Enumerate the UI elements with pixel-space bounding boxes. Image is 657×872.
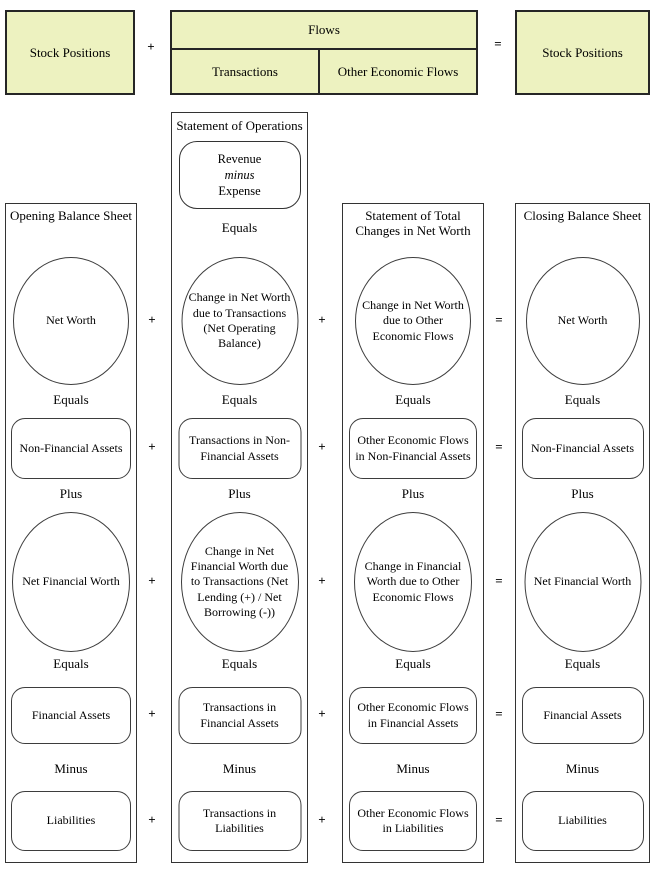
closing-financial-assets-box: Financial Assets bbox=[521, 687, 644, 744]
change-nfw-transactions-label: Change in Net Financial Worth due to Tra… bbox=[190, 543, 289, 620]
transactions-nfa-label: Transactions in Non-Financial Assets bbox=[189, 433, 290, 463]
change-net-worth-oef-label: Change in Net Worth due to Other Economi… bbox=[362, 297, 464, 343]
flows-subrow: Transactions Other Economic Flows bbox=[172, 50, 476, 93]
equals-operator: = bbox=[495, 812, 503, 827]
plus-operator: + bbox=[318, 312, 326, 327]
equals-label: Equals bbox=[53, 656, 89, 671]
change-fw-oef-label: Change in Financial Worth due to Other E… bbox=[364, 558, 462, 604]
flows-cell-transactions: Transactions bbox=[172, 50, 320, 93]
closing-non-financial-assets-box: Non-Financial Assets bbox=[521, 418, 644, 479]
opening-liabilities-label: Liabilities bbox=[46, 813, 96, 828]
plus-operator: + bbox=[148, 706, 156, 721]
equals-label: Equals bbox=[221, 392, 258, 407]
oef-nfa-label: Other Economic Flows in Non-Financial As… bbox=[355, 433, 471, 463]
transactions-fa-label: Transactions in Financial Assets bbox=[200, 700, 279, 730]
plus-operator: + bbox=[147, 39, 155, 54]
opening-non-financial-assets-box: Non-Financial Assets bbox=[11, 418, 131, 479]
closing-nfa-label: Non-Financial Assets bbox=[531, 440, 634, 455]
oef-fa-label: Other Economic Flows in Financial Assets bbox=[357, 700, 469, 730]
equals-label: Equals bbox=[221, 656, 258, 671]
minus-word-label: minus bbox=[224, 167, 255, 182]
opening-net-financial-worth-ellipse: Net Financial Worth bbox=[12, 512, 130, 652]
equals-label: Equals bbox=[564, 392, 601, 407]
change-net-financial-worth-transactions-ellipse: Change in Net Financial Worth due to Tra… bbox=[180, 512, 299, 652]
oef-in-financial-assets-box: Other Economic Flows in Financial Assets bbox=[349, 687, 477, 744]
closing-nfw-label: Net Financial Worth bbox=[533, 574, 632, 589]
equals-label: Equals bbox=[395, 392, 431, 407]
flows-title: Flows bbox=[308, 22, 340, 37]
closing-net-worth-label: Net Worth bbox=[557, 313, 608, 328]
transactions-in-nfa-box: Transactions in Non-Financial Assets bbox=[178, 418, 301, 479]
flows-cell-other-economic-flows: Other Economic Flows bbox=[320, 50, 476, 93]
opening-fa-label: Financial Assets bbox=[31, 707, 111, 722]
change-net-worth-transactions-label: Change in Net Worth due to Transactions … bbox=[188, 290, 291, 351]
plus-operator: + bbox=[318, 573, 326, 588]
closing-fa-label: Financial Assets bbox=[543, 707, 622, 722]
plus-operator: + bbox=[318, 439, 326, 454]
stock-positions-closing-label: Stock Positions bbox=[542, 44, 623, 60]
equals-label: Equals bbox=[564, 656, 601, 671]
equals-operator: = bbox=[494, 36, 502, 51]
minus-label: Minus bbox=[54, 761, 88, 776]
oef-in-nfa-box: Other Economic Flows in Non-Financial As… bbox=[349, 418, 477, 479]
opening-nfw-label: Net Financial Worth bbox=[22, 574, 120, 589]
equals-label: Equals bbox=[53, 392, 89, 407]
change-net-worth-oef-ellipse: Change in Net Worth due to Other Economi… bbox=[355, 257, 471, 385]
plus-operator: + bbox=[148, 439, 156, 454]
statement-of-operations-column: Statement of Operations Revenue minus Ex… bbox=[171, 112, 308, 863]
equals-operator: = bbox=[495, 706, 503, 721]
change-net-worth-transactions-ellipse: Change in Net Worth due to Transactions … bbox=[181, 257, 298, 385]
revenue-label: Revenue bbox=[217, 151, 262, 166]
transactions-in-financial-assets-box: Transactions in Financial Assets bbox=[178, 687, 301, 744]
revenue-minus-expense-box: Revenue minus Expense bbox=[178, 141, 301, 209]
opening-financial-assets-box: Financial Assets bbox=[11, 687, 131, 744]
stock-positions-opening-label: Stock Positions bbox=[29, 44, 111, 60]
plus-operator: + bbox=[148, 573, 156, 588]
opening-liabilities-box: Liabilities bbox=[11, 791, 131, 851]
opening-balance-sheet-title: Opening Balance Sheet bbox=[9, 208, 132, 223]
transactions-liabilities-label: Transactions in Liabilities bbox=[202, 805, 277, 835]
total-changes-net-worth-title: Statement of Total Changes in Net Worth bbox=[355, 208, 471, 238]
closing-balance-sheet-title: Closing Balance Sheet bbox=[523, 208, 642, 223]
closing-net-financial-worth-ellipse: Net Financial Worth bbox=[524, 512, 641, 652]
plus-label: Plus bbox=[401, 486, 425, 501]
stock-positions-opening-box: Stock Positions bbox=[5, 10, 135, 95]
closing-balance-sheet-column: Closing Balance Sheet Net Worth Equals N… bbox=[515, 203, 650, 863]
minus-label: Minus bbox=[396, 761, 430, 776]
opening-net-worth-ellipse: Net Worth bbox=[13, 257, 129, 385]
flows-header: Flows bbox=[172, 12, 476, 50]
equals-operator: = bbox=[495, 439, 503, 454]
equals-operator: = bbox=[495, 312, 503, 327]
change-financial-worth-oef-ellipse: Change in Financial Worth due to Other E… bbox=[354, 512, 472, 652]
flows-table: Flows Transactions Other Economic Flows bbox=[170, 10, 478, 95]
opening-balance-sheet-column: Opening Balance Sheet Net Worth Equals N… bbox=[5, 203, 137, 863]
expense-label: Expense bbox=[218, 184, 261, 199]
closing-liabilities-box: Liabilities bbox=[521, 791, 644, 851]
stock-positions-closing-box: Stock Positions bbox=[515, 10, 650, 95]
total-changes-net-worth-column: Statement of Total Changes in Net Worth … bbox=[342, 203, 484, 863]
transactions-in-liabilities-box: Transactions in Liabilities bbox=[178, 791, 301, 851]
oef-liabilities-label: Other Economic Flows in Liabilities bbox=[357, 805, 469, 835]
closing-net-worth-ellipse: Net Worth bbox=[525, 257, 640, 385]
closing-liabilities-label: Liabilities bbox=[558, 813, 607, 828]
equals-operator: = bbox=[495, 573, 503, 588]
plus-operator: + bbox=[148, 812, 156, 827]
plus-label: Plus bbox=[571, 486, 594, 501]
minus-label: Minus bbox=[222, 761, 257, 776]
plus-operator: + bbox=[318, 706, 326, 721]
oef-in-liabilities-box: Other Economic Flows in Liabilities bbox=[349, 791, 477, 851]
opening-nfa-label: Non-Financial Assets bbox=[19, 440, 123, 455]
plus-label: Plus bbox=[228, 486, 251, 501]
minus-label: Minus bbox=[565, 761, 600, 776]
equals-label: Equals bbox=[221, 220, 258, 235]
plus-operator: + bbox=[318, 812, 326, 827]
statement-of-operations-title: Statement of Operations bbox=[176, 118, 303, 133]
plus-operator: + bbox=[148, 312, 156, 327]
opening-net-worth-label: Net Worth bbox=[46, 313, 96, 328]
plus-label: Plus bbox=[59, 486, 83, 501]
other-economic-flows-label: Other Economic Flows bbox=[337, 63, 459, 79]
equals-label: Equals bbox=[395, 656, 431, 671]
transactions-label: Transactions bbox=[212, 63, 278, 79]
